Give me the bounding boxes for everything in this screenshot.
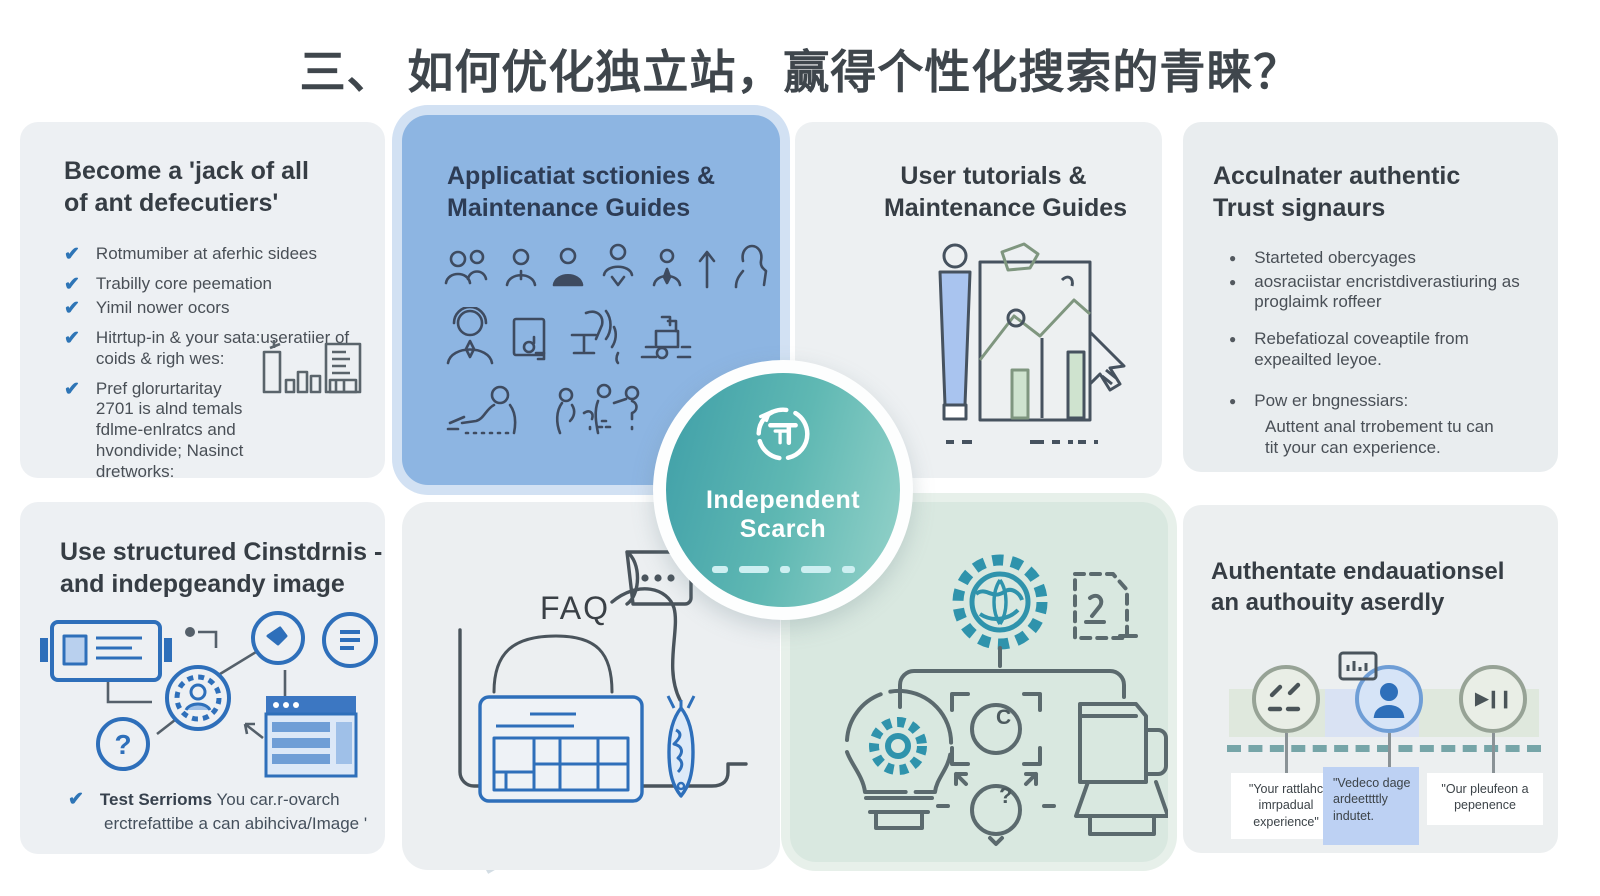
person-solid-icon bbox=[550, 247, 586, 289]
check-icon: ✔ bbox=[64, 328, 80, 350]
person-circle-icon bbox=[1355, 665, 1423, 733]
two-people-icon bbox=[444, 247, 492, 289]
hand-mic-icon bbox=[562, 309, 626, 365]
check-icon: ✔ bbox=[68, 789, 84, 810]
title-line-1: Acculnater authentic bbox=[1213, 162, 1461, 190]
check-icon: ✔ bbox=[64, 244, 80, 265]
check-icon: ✔ bbox=[64, 273, 80, 295]
title-line-2: of ant defecutiers' bbox=[64, 189, 279, 217]
bullet-item: ●Starteted obercyages bbox=[1229, 248, 1416, 267]
panel-trust-signals: Acculnater authentic Trust signaurs ●Sta… bbox=[1183, 122, 1558, 472]
person-tie-icon bbox=[650, 247, 684, 289]
timeline-card: "Our pleufeon a pepenence bbox=[1427, 773, 1543, 825]
faq-illustration bbox=[402, 502, 780, 875]
structured-data-note: ✔Test Serrioms You car.r-ovarch erctrefa… bbox=[68, 789, 368, 833]
document-icon bbox=[1073, 572, 1129, 640]
person-down-arrow-icon bbox=[598, 243, 638, 289]
title-line-2: Maintenance Guides bbox=[883, 194, 1128, 222]
bullet-item: ●Pow er bngnessiars: bbox=[1229, 390, 1409, 410]
panel-faq: FAQ bbox=[402, 502, 780, 870]
svg-text:?: ? bbox=[114, 729, 131, 760]
rating-circle-icon bbox=[1252, 665, 1320, 733]
trust-signal-bullets: ●Starteted obercyages ●aosraciistar encr… bbox=[1229, 248, 1522, 411]
badge-title-line-2: Scarch bbox=[739, 514, 827, 543]
gear-globe-icon bbox=[952, 554, 1048, 650]
title-line-1: User tutorials & bbox=[900, 162, 1087, 190]
person-outline-icon bbox=[730, 243, 770, 289]
card-reader-icon bbox=[508, 313, 550, 365]
title-line-2: and indepgeandy image bbox=[60, 570, 345, 598]
bullet-item: ●Rebefatiozal coveaptile from expeailted… bbox=[1229, 329, 1469, 369]
title-line-1: Become a 'jack of all bbox=[64, 157, 309, 185]
title-line-2: an authouity aserdly bbox=[1211, 588, 1445, 616]
timeline-stem bbox=[1285, 733, 1288, 773]
checklist-item: ✔Rotmumiber at aferhic sidees bbox=[64, 244, 318, 265]
trust-signal-footnote: Auttent anal trrobement tu can tit your … bbox=[1265, 417, 1494, 458]
independent-search-logo-icon bbox=[748, 399, 818, 474]
bullet-icon: ● bbox=[1229, 274, 1237, 289]
person-headset-icon bbox=[444, 307, 496, 365]
inner-gear-icon bbox=[869, 717, 927, 775]
panel-user-tutorials-title: User tutorials & Maintenance Guides bbox=[795, 160, 1162, 224]
panel-trust-signals-title: Acculnater authentic Trust signaurs bbox=[1213, 160, 1460, 224]
title-line-1: Applicatiat sctionies & bbox=[447, 162, 716, 190]
mug-icon bbox=[1078, 702, 1148, 784]
checklist-item: ✔Yimil nower ocors bbox=[64, 298, 230, 320]
bullet-icon: ● bbox=[1229, 251, 1237, 265]
title-line-1: Authentate endauationsel bbox=[1211, 558, 1505, 585]
checklist-item: ✔Hitrtup-in & your sata:useratiier of co… bbox=[64, 328, 350, 368]
panel-authority: Authentate endauationsel an authouity as… bbox=[1183, 505, 1558, 853]
title-line-1: Use structured Cinstdrnis - bbox=[60, 538, 383, 566]
jack-of-all-checklist: ✔Rotmumiber at aferhic sidees ✔Trabilly … bbox=[64, 244, 351, 491]
timeline-card: "Your rattlahc imrpadual experience" bbox=[1231, 773, 1341, 839]
panel-structured-data: Use structured Cinstdrnis - and indepgea… bbox=[20, 502, 385, 854]
focus-frame-icon bbox=[950, 692, 1042, 766]
marker-chart-illustration bbox=[910, 240, 1140, 455]
title-line-2: Maintenance Guides bbox=[447, 194, 691, 222]
question-mark-glyph: ? bbox=[999, 783, 1013, 808]
c-badge-glyph: C bbox=[996, 706, 1012, 729]
person-icon bbox=[504, 247, 538, 289]
people-question-icon bbox=[548, 383, 646, 437]
cart-icon bbox=[638, 313, 694, 365]
timeline-stem bbox=[1388, 733, 1391, 773]
panel-workflow: C ? bbox=[790, 502, 1170, 862]
question-circle-icon bbox=[970, 784, 1022, 836]
faq-label: FAQ bbox=[540, 590, 611, 626]
panel-authority-title: Authentate endauationsel an authouity as… bbox=[1211, 557, 1504, 618]
check-icon: ✔ bbox=[64, 378, 80, 400]
bullet-icon: ● bbox=[1229, 332, 1237, 347]
center-badge: Independent Scarch bbox=[666, 373, 900, 607]
buildings-chart-icon bbox=[256, 340, 364, 403]
check-icon: ✔ bbox=[64, 298, 80, 320]
badge-title-line-1: Independent bbox=[705, 486, 861, 514]
structured-data-diagram: ? bbox=[38, 610, 383, 795]
play-pause-circle-icon: ▶❙❙ bbox=[1459, 665, 1527, 733]
arrow-up-icon bbox=[696, 245, 718, 289]
people-icon-grid bbox=[444, 243, 768, 455]
workflow-illustration bbox=[790, 502, 1170, 867]
panel-application-sections-title: Applicatiat sctionies & Maintenance Guid… bbox=[447, 160, 715, 224]
page-title: 三、 如何优化独立站，赢得个性化搜索的青睐？ bbox=[299, 46, 1301, 98]
panel-jack-of-all: Become a 'jack of all of ant defecutiers… bbox=[20, 122, 385, 481]
checklist-item: ✔Trabilly core peemation bbox=[64, 273, 272, 295]
video-badge-icon bbox=[1338, 651, 1378, 681]
lightbulb-icon bbox=[845, 688, 954, 794]
bullet-icon: ● bbox=[1229, 393, 1237, 408]
panel-structured-data-title: Use structured Cinstdrnis - and indepgea… bbox=[60, 536, 382, 600]
bullet-item: ●aosraciistar encristdiverastiuring as p… bbox=[1229, 271, 1520, 312]
timeline-card: "Vedeco dage ardeettttly indutet. bbox=[1323, 767, 1419, 845]
panel-user-tutorials: User tutorials & Maintenance Guides bbox=[795, 122, 1162, 478]
panel-jack-of-all-title: Become a 'jack of all of ant defecutiers… bbox=[64, 155, 309, 219]
badge-dashes-decoration bbox=[711, 565, 855, 573]
timeline-stem bbox=[1492, 733, 1495, 773]
timeline-dotted-line bbox=[1227, 745, 1541, 752]
checklist-item: ✔Pref glorurtaritay 2701 is alnd temals … bbox=[64, 378, 244, 481]
title-line-2: Trust signaurs bbox=[1213, 194, 1386, 222]
person-desk-icon bbox=[444, 385, 536, 437]
